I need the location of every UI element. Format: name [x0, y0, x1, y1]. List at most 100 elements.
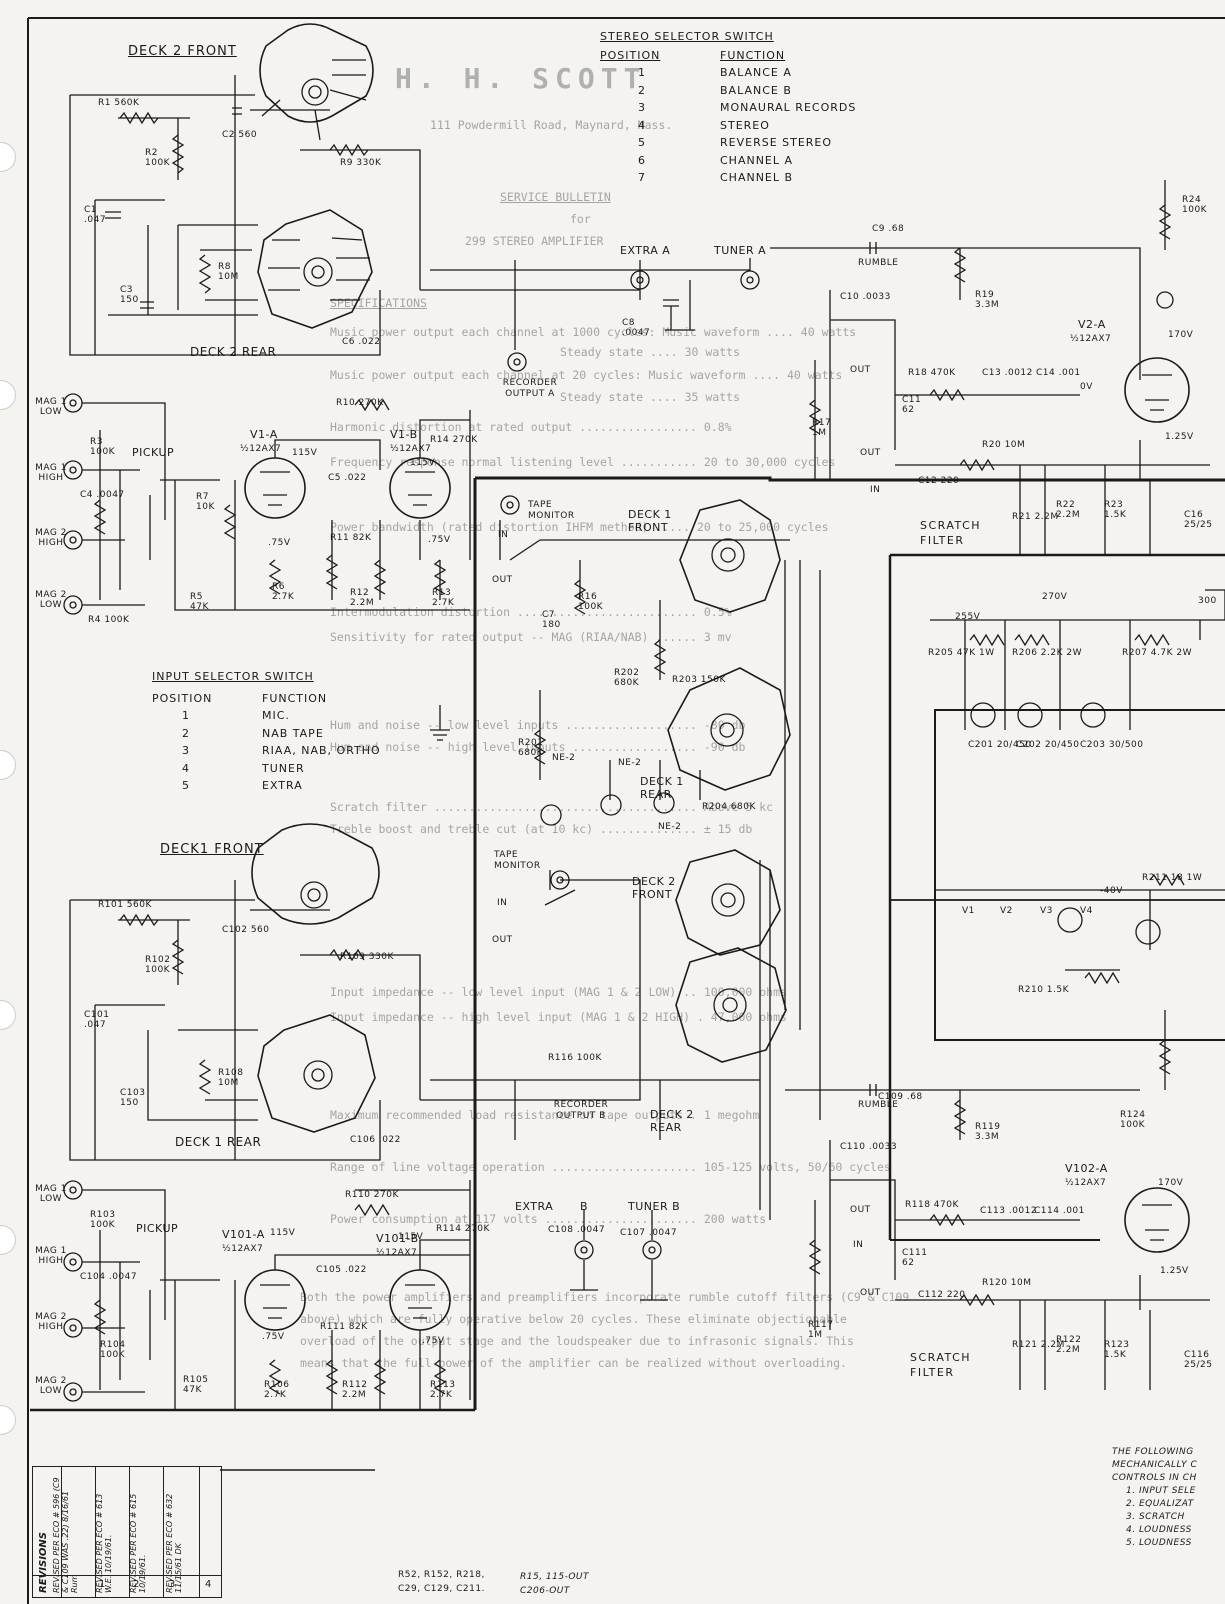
- row-fn: RIAA, NAB, ORTHO: [262, 744, 381, 757]
- tube-v101a-type: ½12AX7: [222, 1244, 264, 1254]
- r19-value: 3.3M: [975, 300, 1000, 310]
- row-pos: 3: [638, 101, 646, 114]
- deck2-front-center-label: DECK 2 FRONT: [632, 875, 676, 901]
- binder-hole: [0, 750, 16, 780]
- row-pos: 1: [638, 66, 646, 79]
- in-label: IN: [497, 898, 508, 908]
- stereo-selector-table: STEREO SELECTOR SWITCH POSITION FUNCTION…: [600, 28, 856, 187]
- row-fn: CHANNEL A: [720, 153, 794, 167]
- row-pos: 4: [182, 761, 190, 775]
- r207-value: 4.7K 2W: [1150, 648, 1192, 658]
- pickup-a: PICKUP: [132, 446, 175, 459]
- note-line: MECHANICALLY C: [1112, 1460, 1198, 1470]
- c106-value: .022: [378, 1135, 401, 1145]
- deck1-front-wafer: [251, 823, 380, 925]
- r101-value: 560K: [126, 900, 152, 910]
- c13-value: .0012: [1004, 368, 1033, 378]
- r1-value: 560K: [114, 98, 140, 108]
- row-fn: EXTRA: [262, 779, 303, 792]
- voltage-label: 300: [1198, 596, 1217, 606]
- scratch-filter-a: SCRATCH FILTER: [920, 519, 982, 547]
- footnote-3: R15, 115-OUT: [520, 1572, 590, 1582]
- row-fn: BALANCE A: [720, 66, 792, 79]
- note-item: 4. LOUDNESS: [1126, 1525, 1192, 1535]
- voltage-label: 170V: [1168, 330, 1194, 340]
- r211-value: 18 1W: [1170, 873, 1203, 883]
- note-line: CONTROLS IN CH: [1112, 1473, 1197, 1483]
- heater-label: -40V: [1100, 886, 1123, 896]
- recorder-output-b: RECORDER OUTPUT B: [553, 1100, 609, 1121]
- c114-value: .001: [1062, 1206, 1085, 1216]
- extra-b-label: EXTRA: [515, 1200, 554, 1213]
- out-label: OUT: [492, 935, 513, 945]
- r202-value: 680K: [614, 678, 640, 688]
- bleed-line: overload of the output stage and the lou…: [300, 1334, 854, 1348]
- tape-monitor-b: TAPE MONITOR: [494, 850, 541, 871]
- r9-value: 330K: [356, 158, 382, 168]
- r210-value: 1.5K: [1046, 985, 1070, 995]
- binder-hole: [0, 1225, 16, 1255]
- r5-value: 47K: [190, 602, 209, 612]
- row-pos: 5: [182, 779, 190, 792]
- c16-value: 25/25: [1184, 520, 1213, 530]
- tape-monitor-a: TAPE MONITOR: [528, 500, 575, 521]
- deck1-front-center-wafer: [679, 499, 781, 613]
- voltage-label: 170V: [1158, 1178, 1184, 1188]
- r21-value: 2.2M: [1034, 512, 1059, 522]
- c3-value: 150: [120, 295, 139, 305]
- r120-value: 10M: [1010, 1278, 1032, 1288]
- r24-value: 100K: [1182, 205, 1208, 215]
- mag2-low-b: MAG 2 LOW: [35, 1376, 67, 1396]
- c202-value: 20/450: [1044, 740, 1080, 750]
- binder-hole: [0, 1000, 16, 1030]
- r112-value: 2.2M: [342, 1390, 367, 1400]
- mag1-high-a: MAG 1 HIGH: [35, 463, 67, 483]
- r12-value: 2.2M: [350, 598, 375, 608]
- c10-value: .0033: [862, 292, 891, 302]
- out-label: OUT: [850, 365, 871, 375]
- r104-value: 100K: [100, 1350, 126, 1360]
- heater-label: V3: [1040, 906, 1053, 916]
- deck1-rear-center-label: DECK 1 REAR: [640, 775, 684, 801]
- r117-value: 1M: [808, 1330, 823, 1340]
- revisions-box: REVISIONS REVISED PER ECO # 596 (C9 & C1…: [32, 1466, 222, 1598]
- mag2-low-a: MAG 2 LOW: [35, 590, 67, 610]
- bleed-sb1: SERVICE BULLETIN: [500, 190, 611, 204]
- tube-v101b-type: ½12AX7: [376, 1248, 418, 1258]
- voltage-label: 270V: [1042, 592, 1068, 602]
- mag1-high-b: MAG 1 HIGH: [35, 1246, 67, 1266]
- extra-a-label: EXTRA A: [620, 244, 671, 257]
- r23-value: 1.5K: [1104, 510, 1127, 520]
- revision-number: 1: [99, 1579, 106, 1590]
- voltage-label: 0V: [1080, 382, 1093, 392]
- tuner-a-label: TUNER A: [714, 244, 767, 257]
- voltage-label: 115V: [270, 1228, 296, 1238]
- ne2-label: NE-2: [618, 758, 642, 768]
- binder-hole: [0, 380, 16, 410]
- r3-value: 100K: [90, 447, 116, 457]
- bleed-line: above) which are fully operative below 2…: [300, 1312, 847, 1326]
- deck2-rear-center-wafer: [675, 947, 787, 1063]
- r114-value: 270K: [464, 1224, 490, 1234]
- r20-value: 10M: [1004, 440, 1026, 450]
- voltage-label: .75V: [428, 535, 451, 545]
- r6-value: 2.7K: [272, 592, 295, 602]
- deck1-rear-label: DECK 1 REAR: [175, 1135, 262, 1149]
- bleed-line: Range of line voltage operation ........…: [330, 1160, 891, 1174]
- r4-value: 100K: [104, 615, 130, 625]
- footnote-2: C29, C129, C211.: [398, 1584, 485, 1594]
- c102-value: 560: [250, 925, 270, 935]
- note-item: 1. INPUT SELE: [1126, 1486, 1196, 1496]
- row-pos: 5: [638, 136, 646, 149]
- voltage-label: 1.25V: [1165, 432, 1194, 442]
- r204-value: 680K: [730, 802, 756, 812]
- c109-value: .68: [906, 1092, 923, 1102]
- bleed-line: Power bandwidth (rated distortion IHFM m…: [330, 520, 829, 534]
- c2-value: 560: [238, 130, 258, 140]
- bleed-line: Steady state .... 35 watts: [560, 390, 741, 404]
- r103-value: 100K: [90, 1220, 116, 1230]
- deck1-front-center-label: DECK 1 FRONT: [628, 508, 672, 534]
- deck1-rear-center-wafer: [667, 667, 791, 791]
- voltage-label: .75V: [422, 1336, 445, 1346]
- r205-value: 47K 1W: [956, 648, 995, 658]
